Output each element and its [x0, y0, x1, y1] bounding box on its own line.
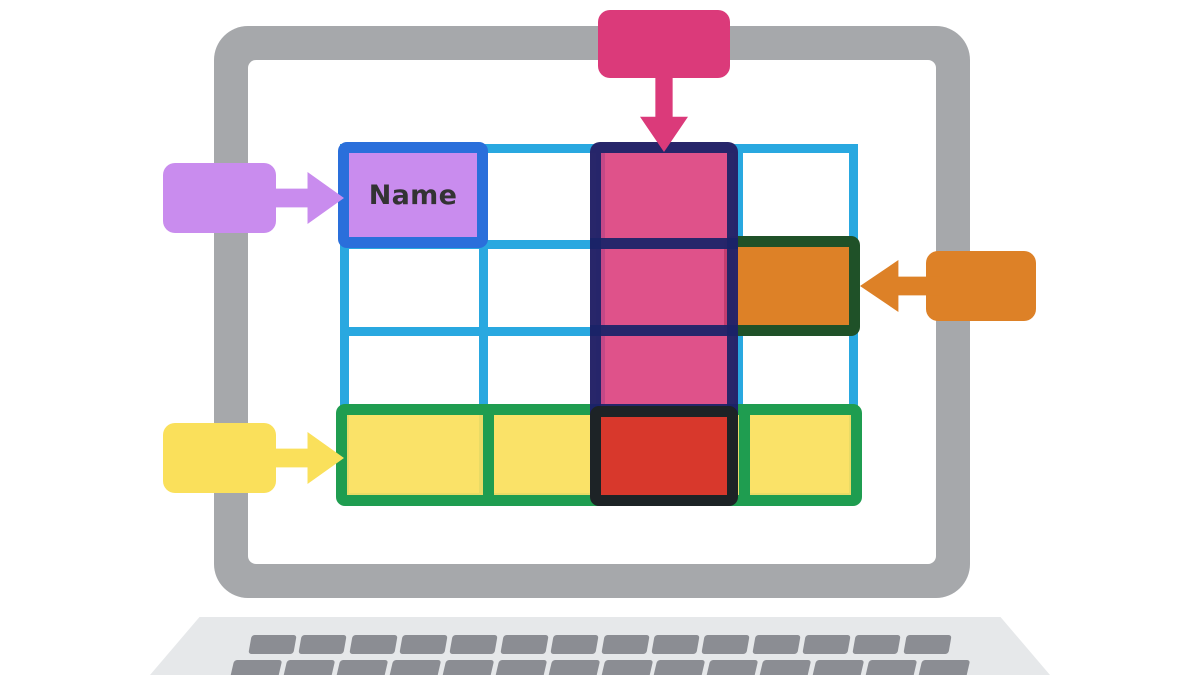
keyboard-key [248, 635, 298, 654]
keyboard-key [282, 660, 336, 675]
keyboard-key [759, 660, 812, 675]
gridline-v-1 [479, 144, 488, 502]
row-divider-1 [483, 404, 494, 506]
keyboard-key [902, 635, 952, 654]
keyboard-key [449, 635, 499, 654]
gridline-v-0 [340, 144, 349, 502]
laptop-base [150, 617, 1050, 675]
header-cell[interactable]: Name [338, 142, 488, 248]
keyboard-key [864, 660, 918, 675]
keyboard-key [550, 635, 600, 654]
callout-orange[interactable] [926, 251, 1036, 321]
keyboard-key [812, 660, 865, 675]
keyboard-key [547, 660, 600, 675]
row-divider-3 [739, 404, 750, 506]
intersection-cell[interactable] [590, 406, 738, 506]
highlighted-single-cell[interactable] [724, 236, 860, 336]
keyboard-key [335, 660, 388, 675]
keyboard-key [494, 660, 547, 675]
column-divider-1 [590, 238, 738, 249]
keyboard-key [399, 635, 449, 654]
keyboard-key [500, 635, 549, 654]
keyboard-key [441, 660, 494, 675]
keyboard-key [229, 660, 283, 675]
keyboard-key [802, 635, 851, 654]
keyboard-key [349, 635, 398, 654]
keyboard-key [388, 660, 441, 675]
keyboard-key [917, 660, 971, 675]
keyboard-key [298, 635, 348, 654]
keyboard-key [852, 635, 902, 654]
callout-pink[interactable] [598, 10, 730, 78]
keyboard-key [706, 660, 759, 675]
callout-yellow[interactable] [163, 423, 276, 493]
keyboard-key [600, 635, 650, 654]
column-divider-2 [590, 325, 738, 336]
header-cell-label: Name [368, 179, 458, 211]
callout-purple[interactable] [163, 163, 276, 233]
keyboard-key [651, 635, 700, 654]
keyboard-key [600, 660, 653, 675]
keyboard-key [701, 635, 751, 654]
keyboard-key [653, 660, 706, 675]
keyboard-key [751, 635, 801, 654]
